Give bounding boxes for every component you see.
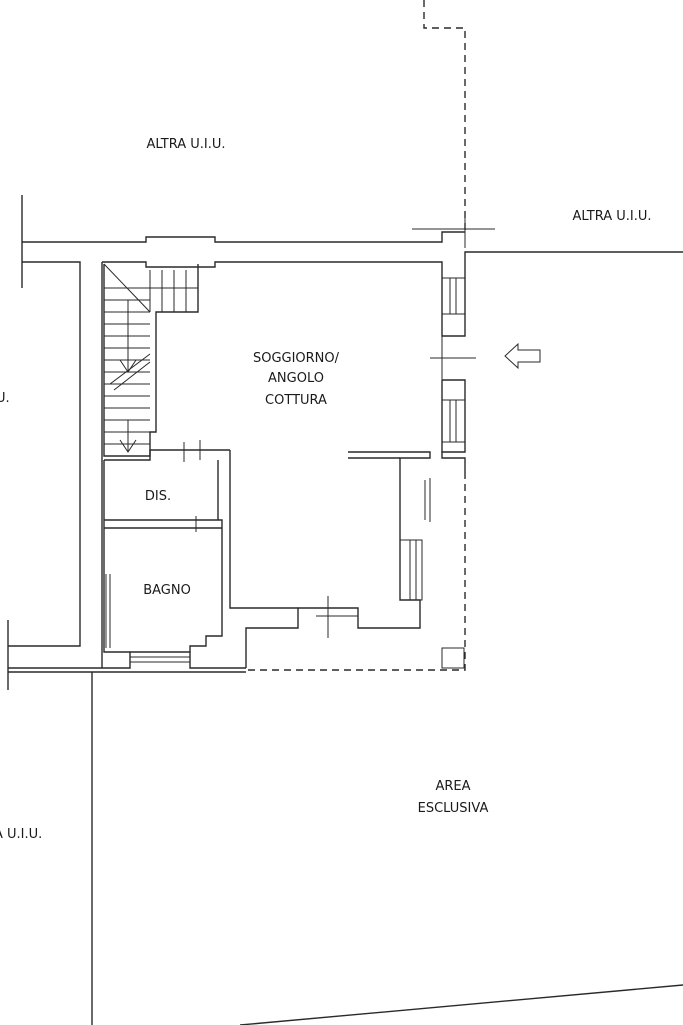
right-wall bbox=[412, 214, 683, 472]
label-dis: DIS. bbox=[145, 489, 171, 504]
outer-walls bbox=[7, 195, 465, 690]
internal-walls bbox=[229, 450, 431, 668]
dashed-boundary bbox=[246, 0, 466, 671]
label-angolo: ANGOLO bbox=[268, 371, 324, 386]
label-bagno: BAGNO bbox=[143, 583, 191, 598]
staircase bbox=[103, 263, 199, 457]
label-altra-uiu-top: ALTRA U.I.U. bbox=[146, 137, 225, 152]
label-soggiorno: SOGGIORNO/ bbox=[253, 351, 340, 366]
dis-bagno-walls bbox=[103, 440, 230, 663]
label-altra-uiu-left: U. bbox=[0, 391, 10, 406]
pillar bbox=[441, 647, 465, 669]
label-esclusiva: ESCLUSIVA bbox=[418, 801, 489, 816]
labels: ALTRA U.I.U. ALTRA U.I.U. U. A U.I.U. SO… bbox=[0, 137, 652, 842]
label-altra-uiu-bottom-left: A U.I.U. bbox=[0, 827, 42, 842]
label-altra-uiu-right: ALTRA U.I.U. bbox=[572, 209, 651, 224]
label-cottura: COTTURA bbox=[265, 393, 327, 408]
label-area: AREA bbox=[435, 779, 470, 794]
exterior-boundary bbox=[91, 672, 683, 1025]
entrance-arrow-icon bbox=[504, 342, 541, 370]
